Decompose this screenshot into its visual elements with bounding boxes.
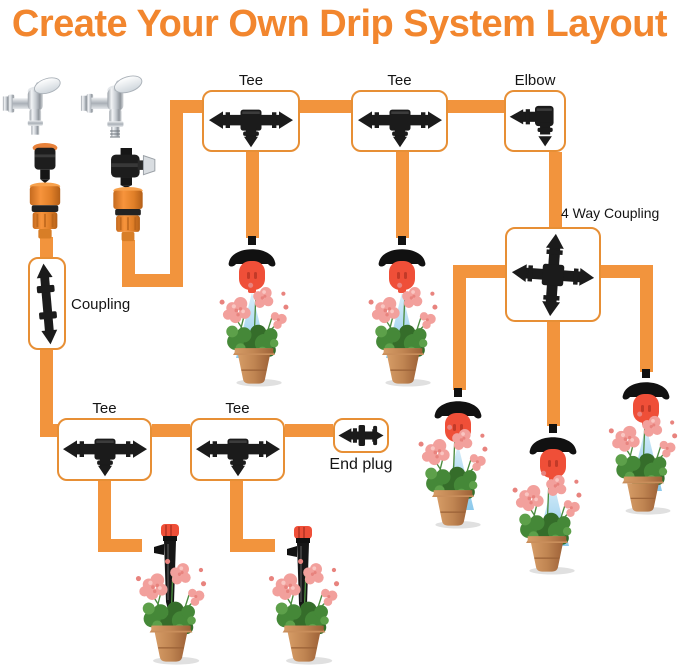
tube-segment <box>246 152 259 238</box>
tee-fitting-icon <box>194 422 282 478</box>
tube-segment <box>170 100 203 113</box>
tube-segment <box>453 265 505 278</box>
label-tee-3: Tee <box>92 400 117 417</box>
elbow-fitting-icon <box>508 94 562 148</box>
potted-plant <box>411 418 495 529</box>
tube-segment <box>547 322 560 426</box>
potted-plant <box>128 552 214 665</box>
fitting-box-4way <box>505 227 601 322</box>
faucet-icon <box>2 76 66 140</box>
tube-segment <box>448 100 504 113</box>
quick-coupling-icon <box>109 187 147 242</box>
tap-adapter-icon <box>30 143 60 183</box>
tube-segment <box>300 100 351 113</box>
fitting-box-tee-4 <box>190 418 285 481</box>
fitting-box-tee-2 <box>351 90 448 152</box>
fitting-box-elbow <box>504 90 566 152</box>
tube-segment <box>40 237 53 259</box>
tube-segment <box>122 274 183 287</box>
tee-fitting-icon <box>61 422 149 478</box>
potted-plant <box>601 405 679 515</box>
label-tee-2: Tee <box>387 72 412 89</box>
fitting-box-tee-1 <box>202 90 300 152</box>
fitting-box-tee-3 <box>57 418 152 481</box>
tube-segment <box>640 265 653 372</box>
potted-plant <box>361 276 445 387</box>
tube-segment <box>453 265 466 390</box>
label-end-plug: End plug <box>329 456 393 473</box>
potted-plant <box>212 276 296 387</box>
valve-adapter-icon <box>108 148 156 188</box>
fitting-box-coupling <box>28 257 66 350</box>
label-tee-4: Tee <box>225 400 250 417</box>
tube-segment <box>40 424 59 437</box>
tube-segment <box>40 348 53 437</box>
tube-segment <box>98 539 142 552</box>
label-4way-coupling: 4 Way Coupling <box>561 205 660 221</box>
tube-segment <box>152 424 190 437</box>
end-plug-fitting-icon <box>336 421 386 450</box>
label-elbow: Elbow <box>514 72 556 89</box>
tube-segment <box>285 424 333 437</box>
tube-segment <box>98 481 111 552</box>
coupling-fitting-icon <box>32 261 62 347</box>
tee-fitting-icon <box>355 93 445 149</box>
cross-fitting-icon <box>510 232 596 318</box>
tube-segment <box>230 481 243 552</box>
quick-coupling-icon <box>26 182 64 240</box>
tee-fitting-icon <box>206 93 296 149</box>
tube-segment <box>170 100 183 287</box>
faucet-threaded-icon <box>80 74 148 138</box>
potted-plant <box>261 552 347 665</box>
potted-plant <box>505 462 589 577</box>
label-coupling: Coupling <box>71 296 131 313</box>
tube-segment <box>396 152 409 238</box>
page-title: Create Your Own Drip System Layout <box>11 3 668 45</box>
tube-segment <box>230 539 275 552</box>
fitting-box-endplug <box>333 418 389 453</box>
label-tee-1: Tee <box>238 72 264 89</box>
tube-segment <box>549 152 562 228</box>
